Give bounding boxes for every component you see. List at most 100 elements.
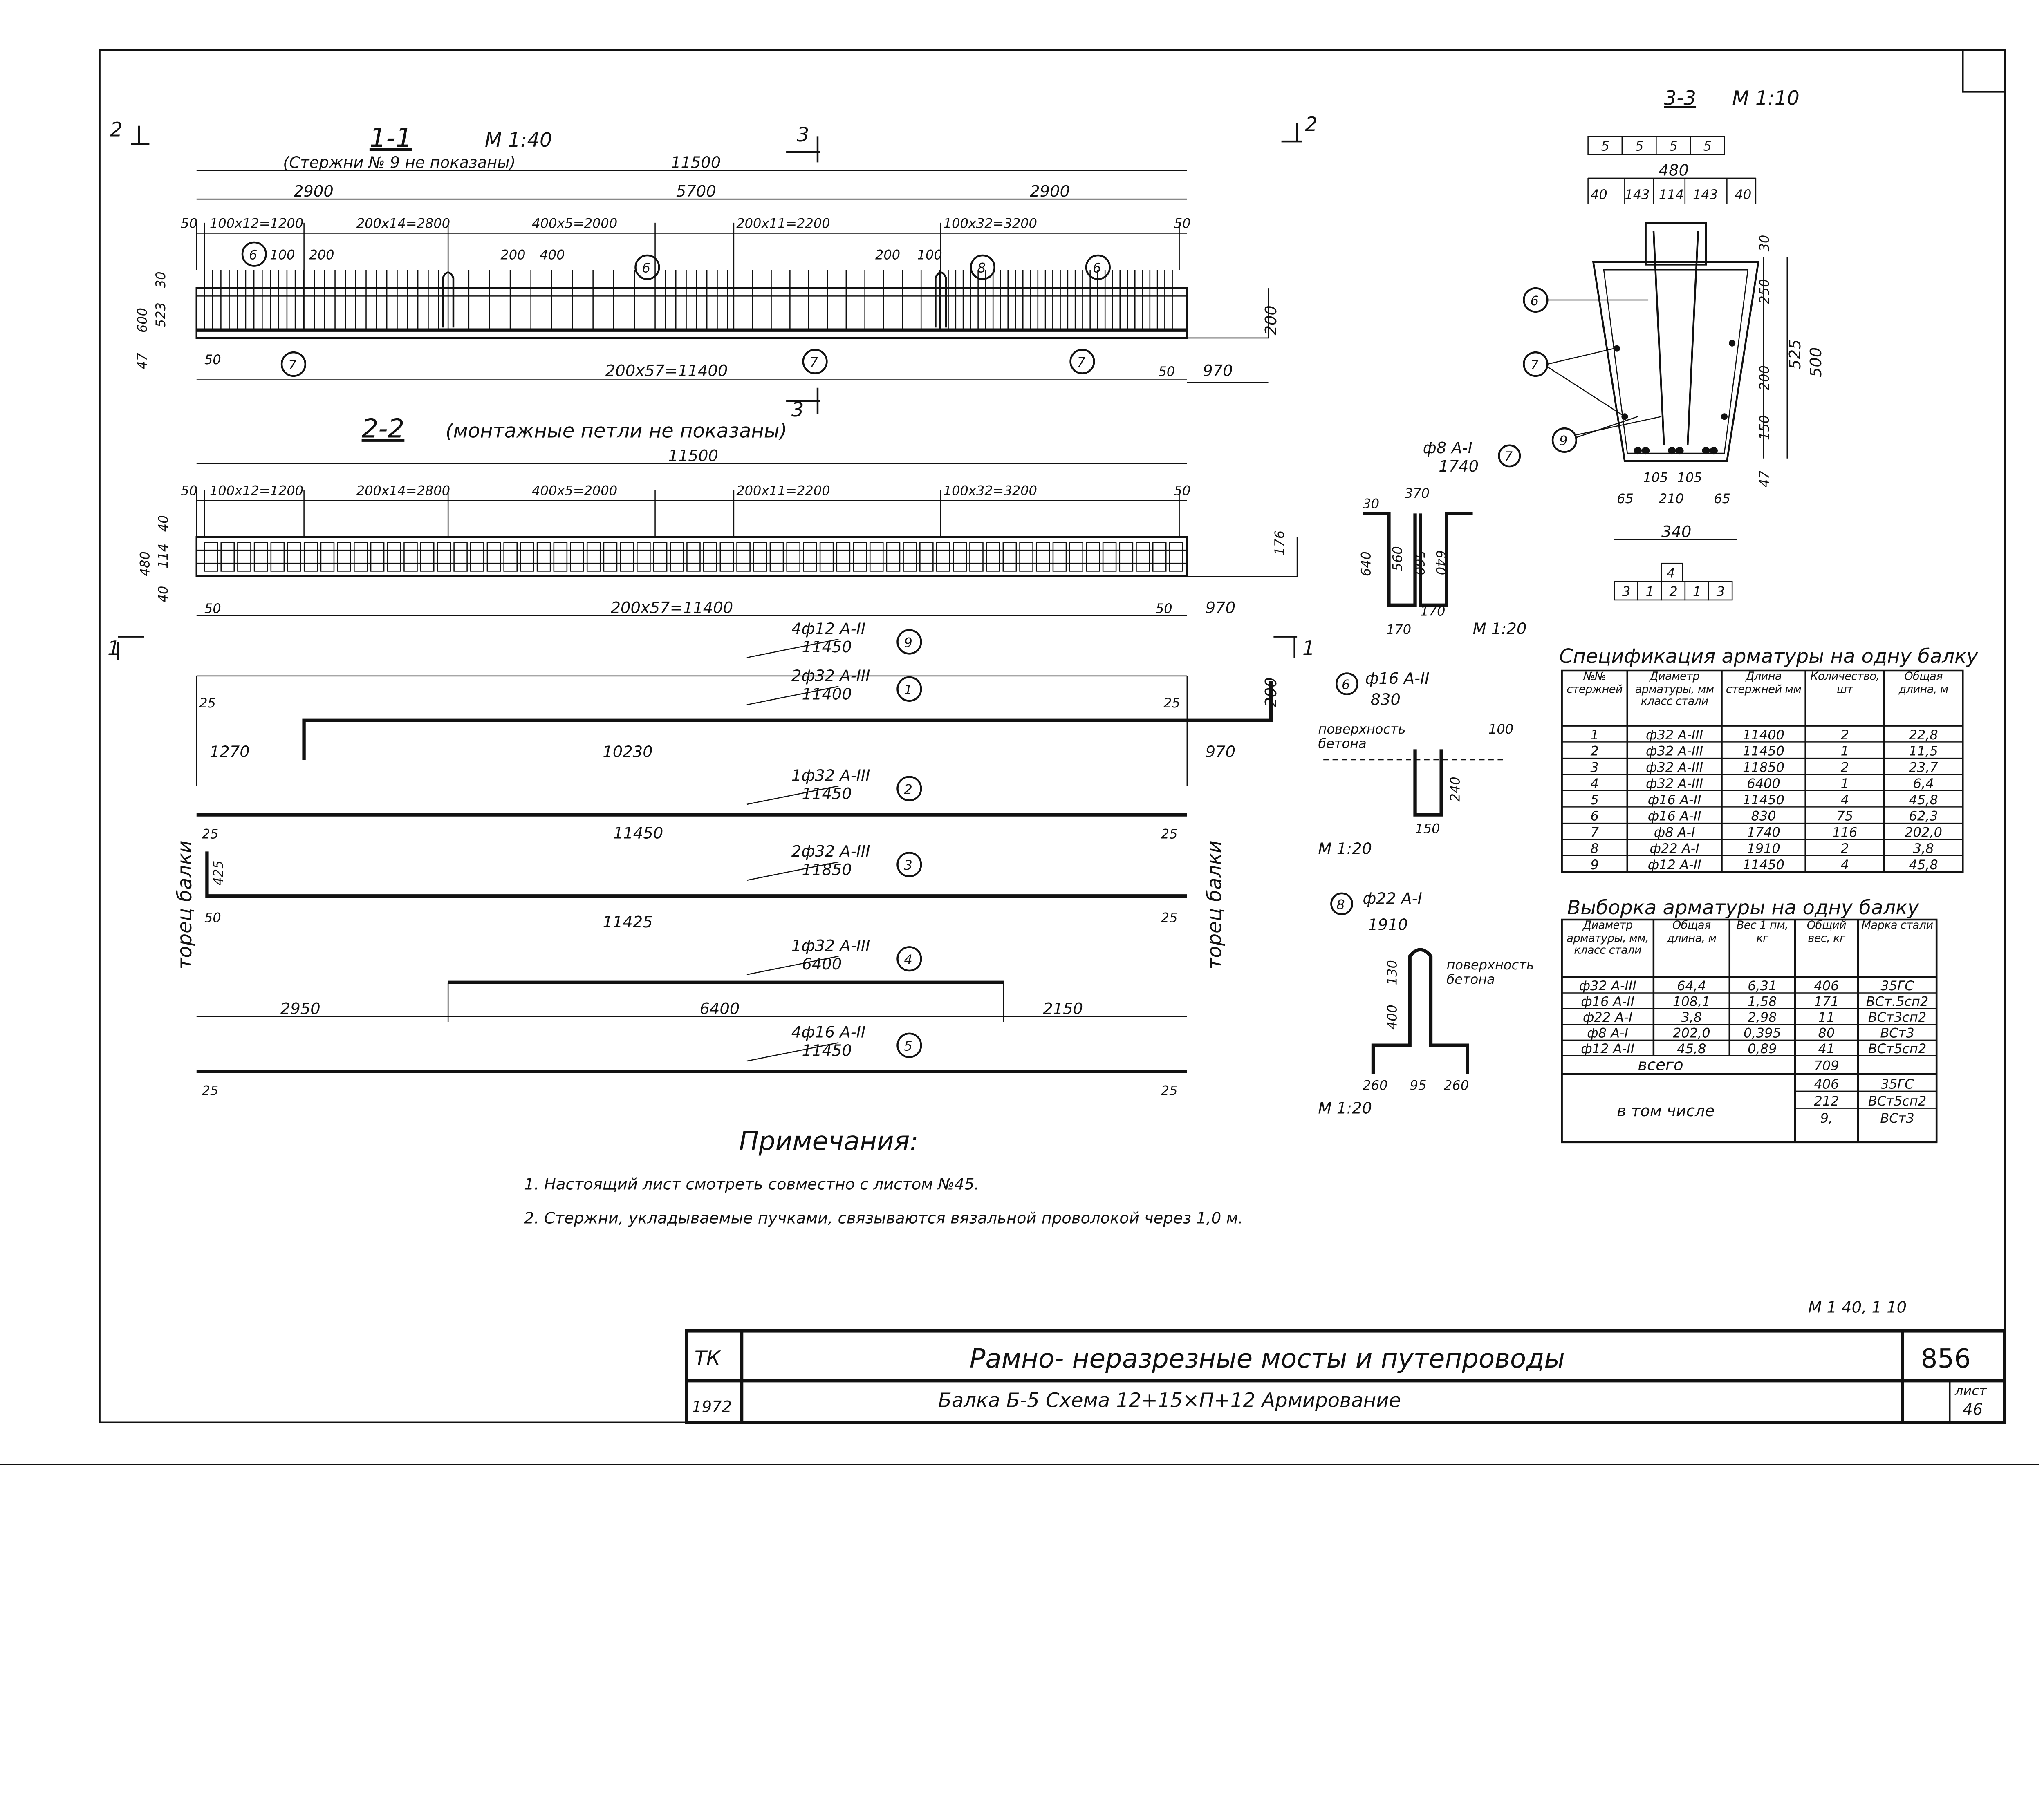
bar-marker — [1085, 254, 1111, 280]
dim-b: 30 — [1363, 496, 1379, 512]
dim-b: 240 — [1448, 777, 1463, 801]
line — [746, 785, 839, 805]
section-label: 1-1 — [370, 123, 412, 153]
column-header-text: №№ стержней — [1567, 671, 1623, 696]
column-header: Количество, шт — [1810, 671, 1880, 696]
bar-marker-number: 6 — [642, 260, 650, 276]
table-cell: 45,8 — [1909, 857, 1938, 873]
beam-end-label-right: торец балки — [1203, 840, 1226, 969]
section-2-2: 2-2 (монтажные петли не показаны) 11500 … — [137, 414, 1298, 617]
line — [746, 638, 839, 658]
dim-segment: 50 — [1174, 216, 1191, 231]
list-number: 46 — [1963, 1401, 1983, 1419]
dim-e: 560 — [1412, 550, 1428, 575]
dim-a: 130 — [1385, 960, 1400, 985]
dim-top: 30 — [153, 271, 168, 288]
stirrup-cell — [570, 542, 584, 572]
dim-segment: 200x11=2200 — [736, 483, 830, 499]
table-cell: 11850 — [1743, 759, 1784, 775]
column-header-text: Диаметр арматуры, мм класс стали — [1635, 671, 1714, 709]
table-cell: 45,8 — [1677, 1041, 1706, 1056]
dim: 143 — [1693, 187, 1718, 202]
incl-grade: ВСт5сп2 — [1868, 1093, 1926, 1109]
including-label: в том числе — [1617, 1102, 1715, 1120]
bar-marker — [1069, 349, 1095, 374]
stirrup-cell — [486, 542, 501, 572]
concrete-surface-label: поверхность бетона — [1446, 959, 1534, 988]
detail-spec: ф16 А-II — [1365, 669, 1430, 688]
dim: 25 — [202, 1083, 219, 1098]
dim: 114 — [1659, 187, 1684, 202]
section-note: (Стержни № 9 не показаны) — [283, 153, 515, 172]
detail-length: 830 — [1371, 690, 1401, 709]
table-cell: ВСт.5сп2 — [1866, 994, 1929, 1009]
bar-number: 4 — [904, 952, 912, 967]
year: 1972 — [692, 1398, 732, 1416]
dim-small: 100 — [917, 247, 942, 263]
total-value: 709 — [1814, 1058, 1839, 1074]
bar-length: 11450 — [802, 785, 852, 803]
column-header: Вес 1 пм, кг — [1736, 920, 1788, 945]
dim-a: 40 — [155, 515, 171, 532]
legend-value: 3 — [1622, 584, 1630, 599]
corner-mark — [1962, 49, 2005, 93]
column-header-text: Диаметр арматуры, мм, класс стали — [1567, 920, 1649, 958]
table-cell: 1910 — [1747, 841, 1780, 856]
stirrup-cell — [1119, 542, 1134, 572]
stirrup-cell — [1086, 542, 1100, 572]
table-cell: 6,4 — [1913, 776, 1934, 791]
dim-segment: 400x5=2000 — [532, 483, 617, 499]
table-cell: 0,89 — [1748, 1041, 1777, 1056]
dim-end-left: 50 — [204, 352, 221, 367]
column-header-text: Вес 1 пм, кг — [1736, 920, 1788, 945]
legend-value: 2 — [1669, 584, 1677, 599]
table-cell: 6400 — [1747, 776, 1780, 791]
table-cell: 3 — [1590, 759, 1598, 775]
dim-end-right: 50 — [1158, 364, 1175, 379]
bar-marker-number: 6 — [1093, 260, 1101, 276]
stirrup-cell — [470, 542, 484, 572]
stirrup-cell — [1069, 542, 1084, 572]
stirrup-cell — [253, 542, 268, 572]
cut-markers: 2 2 3 3 1 1 — [108, 113, 1318, 660]
table-cell: 5 — [1590, 792, 1598, 808]
sheet-number: 856 — [1921, 1344, 1971, 1374]
table-cell: 3,8 — [1681, 1009, 1702, 1025]
dim: 2950 — [280, 1000, 320, 1018]
dim: 200 — [1757, 365, 1772, 390]
column-header: Общая длина, м — [1667, 920, 1717, 945]
stirrup-cell — [287, 542, 301, 572]
table-cell: ВСт3сп2 — [1868, 1009, 1926, 1025]
table-cell: ВСт3 — [1880, 1025, 1914, 1041]
concrete-surface-label-box: поверхность бетона — [1318, 723, 1405, 752]
legend-value: 3 — [1717, 584, 1725, 599]
dim-c: 150 — [1415, 821, 1440, 836]
table-cell: 8 — [1590, 841, 1598, 856]
dim-end: 970 — [1206, 599, 1235, 617]
notes-heading: Примечания: — [739, 1126, 919, 1157]
table-cell: 11450 — [1743, 857, 1784, 873]
dim: 5 — [1601, 139, 1609, 154]
dim: 50 — [204, 910, 221, 925]
dim-overall: 11500 — [671, 153, 721, 172]
concrete-surface-label-box: поверхность бетона — [1446, 959, 1534, 988]
table-cell: ф16 А-II — [1648, 808, 1701, 824]
dim-small: 100 — [270, 247, 295, 263]
cut-3-top: 3 — [797, 123, 809, 146]
dim-segment: 100x12=1200 — [210, 483, 303, 499]
bar-length: 11850 — [802, 861, 852, 879]
table-cell: 11400 — [1743, 727, 1784, 743]
dim-bottom2-b: 210 — [1659, 491, 1684, 506]
column-header-text: Марка стали — [1861, 920, 1934, 933]
dim: 25 — [199, 695, 216, 711]
table-cell: 6 — [1590, 808, 1598, 824]
table-cell: 2,98 — [1748, 1009, 1777, 1025]
table-cell: 23,7 — [1909, 759, 1938, 775]
top-cell — [1690, 136, 1725, 155]
table-cell: 202,0 — [1905, 824, 1942, 840]
total-label: всего — [1638, 1056, 1683, 1074]
dim-width: 480 — [1659, 161, 1689, 179]
table-cell: 80 — [1818, 1025, 1835, 1041]
table-cell: 1 — [1590, 727, 1598, 743]
stirrup-cell — [520, 542, 534, 572]
